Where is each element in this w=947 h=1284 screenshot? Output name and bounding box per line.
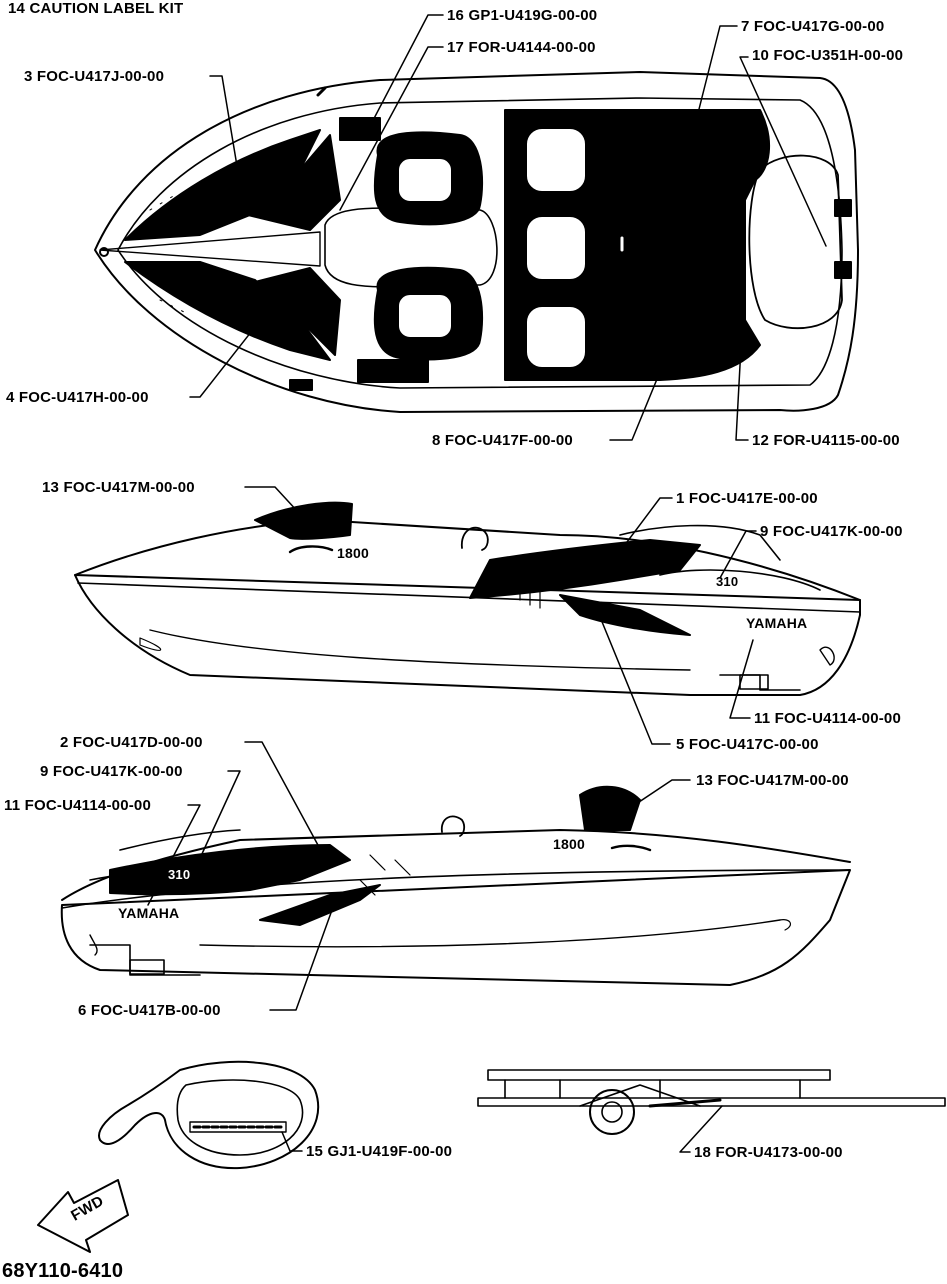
callout-2: 2 FOC-U417D-00-00 [60,734,203,751]
kit-title: 14 CAUTION LABEL KIT [8,0,184,17]
mirror-part [98,1060,320,1170]
diagram-code: 68Y110-6410 [2,1260,124,1282]
boat-side-view-port [74,501,861,696]
hull-model-number-starboard: 1800 [553,836,585,852]
callout-16: 16 GP1-U419G-00-00 [447,7,598,24]
brand-logo-port: YAMAHA [746,615,808,631]
boat-top-view [94,71,859,413]
engine-badge-port: 310 [716,574,739,589]
callout-8: 8 FOC-U417F-00-00 [432,432,573,449]
hull-model-number-port: 1800 [337,545,369,561]
callout-13-top: 13 FOC-U417M-00-00 [42,479,195,496]
callout-6: 6 FOC-U417B-00-00 [78,1002,221,1019]
callout-15: 15 GJ1-U419F-00-00 [306,1143,453,1160]
leader-lines [147,14,827,1153]
callout-12: 12 FOR-U4115-00-00 [752,432,900,449]
callout-11-top: 11 FOC-U4114-00-00 [754,710,902,727]
callout-13-bottom: 13 FOC-U417M-00-00 [696,772,849,789]
callout-4: 4 FOC-U417H-00-00 [6,389,149,406]
callout-9-bottom: 9 FOC-U417K-00-00 [40,763,183,780]
fwd-arrow-icon [37,1179,129,1253]
trailer-part [477,1069,946,1135]
callout-18: 18 FOR-U4173-00-00 [694,1144,843,1161]
callout-5: 5 FOC-U417C-00-00 [676,736,819,753]
callout-3: 3 FOC-U417J-00-00 [24,68,165,85]
callout-11-bottom: 11 FOC-U4114-00-00 [4,797,152,814]
engine-badge-starboard: 310 [168,867,191,882]
callout-9-top: 9 FOC-U417K-00-00 [760,523,903,540]
callout-10: 10 FOC-U351H-00-00 [752,47,904,64]
boat-side-view-starboard [60,785,851,986]
callout-7: 7 FOC-U417G-00-00 [741,18,885,35]
brand-logo-starboard: YAMAHA [118,905,180,921]
callout-17: 17 FOR-U4144-00-00 [447,39,596,56]
callout-1: 1 FOC-U417E-00-00 [676,490,818,507]
